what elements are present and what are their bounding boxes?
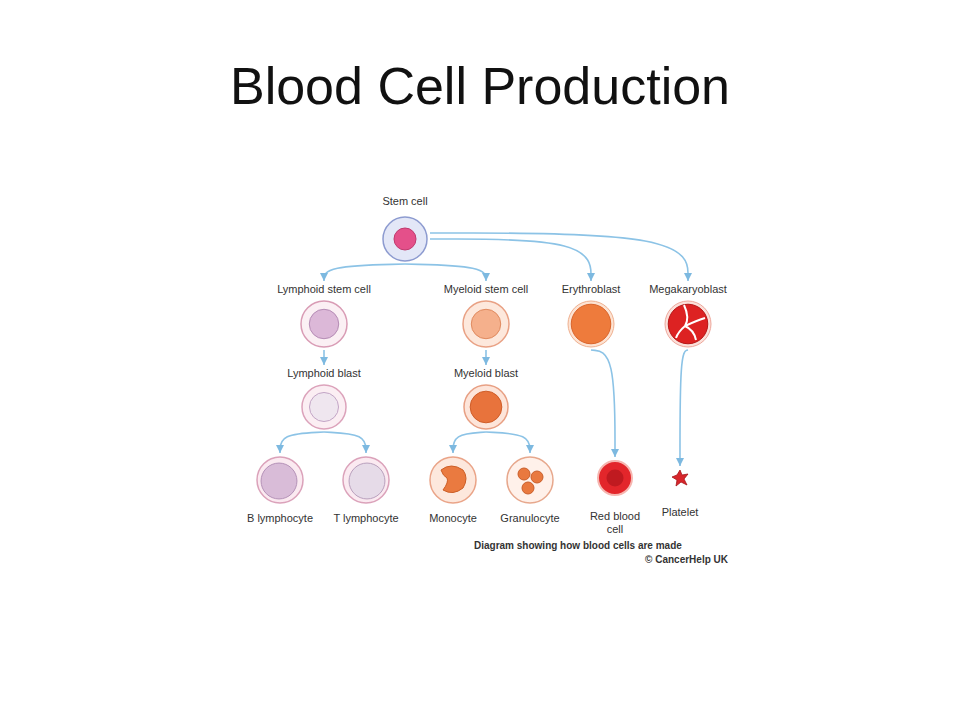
- cell-nucleus: [261, 463, 297, 499]
- cell-picture: [461, 299, 511, 349]
- cell-picture: [596, 459, 634, 497]
- cell-picture: [381, 215, 429, 263]
- caption: Diagram showing how blood cells are made: [474, 540, 682, 552]
- cell-nucleus: [309, 309, 338, 338]
- arrow-connector: [324, 432, 366, 453]
- cell-nucleus: [518, 468, 530, 480]
- copyright-note: © CancerHelp UK: [645, 554, 728, 566]
- cell-body: [383, 217, 427, 261]
- cell-body: [568, 301, 614, 347]
- cell-label: Megakaryoblast: [649, 283, 727, 296]
- cell-label: Granulocyte: [500, 512, 559, 525]
- cell-node: Lymphoid stem cell: [277, 283, 371, 349]
- cell-body: [257, 457, 303, 503]
- cell-node: Myeloid stem cell: [444, 283, 528, 349]
- cell-body: [343, 457, 389, 503]
- cell-picture: [670, 468, 690, 488]
- cell-node: Granulocyte: [500, 455, 559, 525]
- arrow-connector: [324, 264, 405, 281]
- cell-nucleus: [309, 392, 338, 421]
- cell-nucleus: [394, 228, 416, 250]
- cell-node: Lymphoid blast: [287, 367, 361, 431]
- cell-nucleus: [470, 391, 502, 423]
- cell-centre: [607, 470, 624, 487]
- cell-label: Lymphoid blast: [287, 367, 361, 380]
- cell-label: B lymphocyte: [247, 512, 313, 525]
- cell-node: Erythroblast: [562, 283, 621, 349]
- cell-body: [301, 301, 347, 347]
- arrow-connector: [280, 432, 324, 453]
- cell-picture: [300, 383, 348, 431]
- cell-node: Monocyte: [428, 455, 478, 525]
- cell-body: [463, 301, 509, 347]
- cell-label: Red blood cell: [589, 510, 641, 536]
- cell-picture: [255, 455, 305, 505]
- cell-label: Myeloid stem cell: [444, 283, 528, 296]
- cell-picture: [299, 299, 349, 349]
- cell-picture: [341, 455, 391, 505]
- cell-body: [302, 385, 346, 429]
- cell-picture: [505, 455, 555, 505]
- cell-node: T lymphocyte: [333, 455, 398, 525]
- cell-label: Platelet: [662, 506, 699, 519]
- cell-label: Myeloid blast: [454, 367, 518, 380]
- cell-label: Erythroblast: [562, 283, 621, 296]
- arrow-connector: [486, 432, 530, 453]
- cell-label: Monocyte: [429, 512, 477, 525]
- cell-node: B lymphocyte: [247, 455, 313, 525]
- cell-label: T lymphocyte: [333, 512, 398, 525]
- nucleus-lobe-line: [676, 305, 705, 340]
- cell-node: Stem cell: [381, 195, 429, 263]
- cell-node: Megakaryoblast: [649, 283, 727, 349]
- arrow-connector: [405, 264, 486, 281]
- cell-node: Red blood cell: [589, 459, 641, 536]
- cell-picture: [428, 455, 478, 505]
- platelet-shape: [672, 470, 688, 486]
- arrow-connector: [453, 432, 486, 453]
- cell-label: Stem cell: [382, 195, 427, 208]
- arrow-connector: [591, 350, 615, 457]
- arrow-connector: [680, 350, 688, 466]
- cell-body: [430, 457, 476, 503]
- cell-nucleus: [441, 466, 466, 493]
- cell-label: Lymphoid stem cell: [277, 283, 371, 296]
- cell-nucleus: [531, 471, 543, 483]
- cell-node: Myeloid blast: [454, 367, 518, 431]
- cell-body: [598, 461, 632, 495]
- cell-body: [464, 385, 508, 429]
- cell-nucleus: [668, 304, 708, 344]
- cell-body: [665, 301, 711, 347]
- arrow-connector: [430, 239, 591, 281]
- cell-nucleus: [349, 463, 385, 499]
- arrow-connector: [485, 350, 487, 365]
- cell-nucleus: [522, 482, 534, 494]
- cell-body: [507, 457, 553, 503]
- cell-picture: [663, 299, 713, 349]
- cell-nucleus: [571, 304, 611, 344]
- title: Blood Cell Production: [0, 56, 960, 116]
- cell-picture: [566, 299, 616, 349]
- cell-node: Platelet: [662, 468, 699, 519]
- cell-nucleus: [471, 309, 500, 338]
- arrow-connector: [323, 350, 325, 365]
- cell-picture: [462, 383, 510, 431]
- arrow-connector: [430, 233, 688, 281]
